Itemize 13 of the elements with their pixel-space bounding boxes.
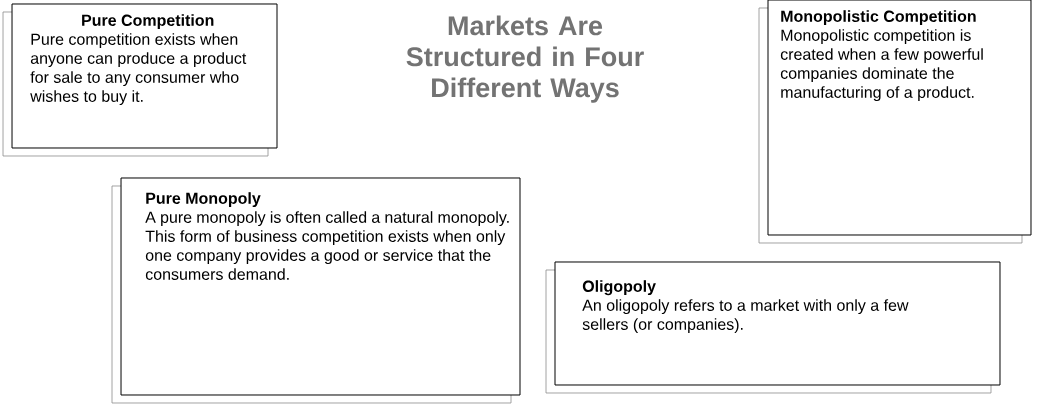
box-text: Monopolistic competition is created when a few powerful companies dominate the manufacturing of a product.	[780, 29, 983, 102]
box-text: Pure competition exists when anyone can produce a product for sale to any consumer who wishes to buy it.	[30, 33, 247, 106]
box-heading: Monopolistic Competition	[781, 10, 976, 26]
text-box	[111, 177, 521, 404]
text-box	[758, 0, 1032, 244]
box-text: An oligopoly refers to a market with only a few sellers (or companies).	[582, 299, 909, 334]
box-text: A pure monopoly is often called a natural monopoly. This form of business competition exists when only one company provides a good or service that the consumers demand.	[145, 211, 509, 280]
box-heading: Oligopoly	[582, 280, 656, 296]
box-heading: Pure Competition	[82, 14, 214, 30]
text-box	[2, 3, 278, 157]
title: Markets Are Structured in Four Different Ways	[406, 15, 644, 103]
text-box	[545, 261, 1001, 394]
box-heading: Pure Monopoly	[146, 192, 261, 208]
